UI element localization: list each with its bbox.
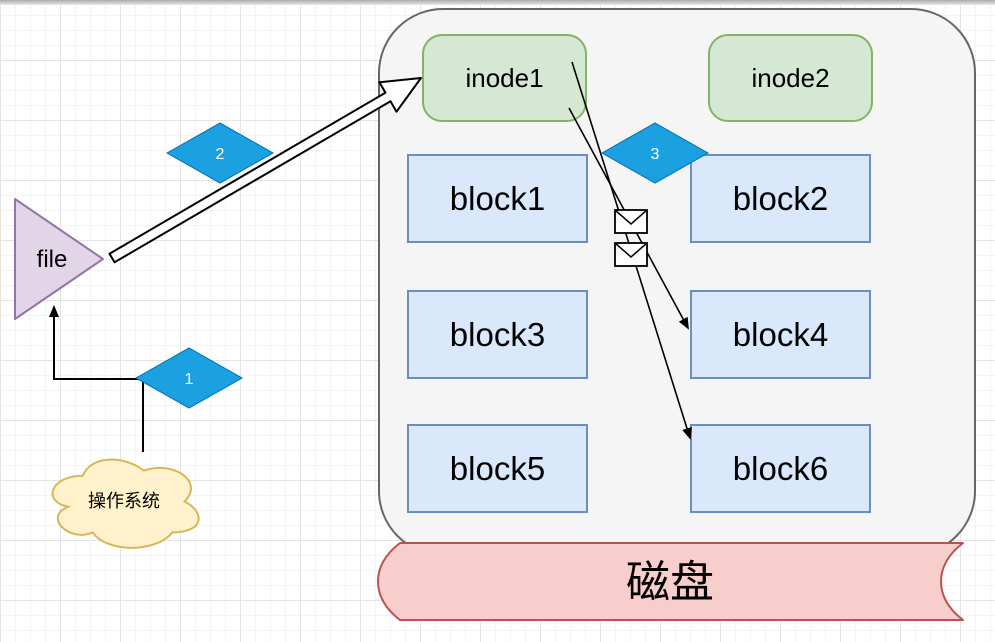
file-label: file bbox=[37, 246, 68, 273]
block5-label: block5 bbox=[449, 449, 546, 487]
inode2-node[interactable]: inode2 bbox=[708, 34, 873, 122]
block5-node[interactable]: block5 bbox=[407, 424, 588, 513]
disk-banner-label: 磁盘 bbox=[626, 558, 714, 607]
block2-label: block2 bbox=[732, 179, 829, 217]
block1-label: block1 bbox=[449, 179, 546, 217]
step-1-diamond[interactable] bbox=[134, 347, 244, 409]
block3-node[interactable]: block3 bbox=[407, 290, 588, 379]
os-cloud-node[interactable] bbox=[51, 458, 200, 549]
envelope-icon[interactable] bbox=[614, 242, 648, 267]
block6-node[interactable]: block6 bbox=[690, 424, 871, 513]
os-label: 操作系统 bbox=[88, 491, 160, 511]
block6-label: block6 bbox=[732, 449, 829, 487]
os-to-file-arrow[interactable] bbox=[49, 305, 144, 452]
file-to-inode1-arrow[interactable] bbox=[108, 77, 422, 264]
step-3-diamond[interactable] bbox=[600, 122, 710, 184]
block4-label: block4 bbox=[732, 315, 829, 353]
block4-node[interactable]: block4 bbox=[690, 290, 871, 379]
block1-node[interactable]: block1 bbox=[407, 154, 588, 243]
step-2-diamond[interactable] bbox=[165, 122, 275, 184]
file-node[interactable] bbox=[14, 198, 104, 320]
step-1-label: 1 bbox=[185, 371, 194, 388]
step-3-label: 3 bbox=[651, 146, 660, 163]
inode2-label: inode2 bbox=[751, 62, 830, 93]
inode1-label: inode1 bbox=[465, 62, 544, 93]
block3-label: block3 bbox=[449, 315, 546, 353]
inode1-node[interactable]: inode1 bbox=[422, 34, 587, 122]
disk-banner[interactable] bbox=[377, 542, 964, 621]
window-top-edge bbox=[0, 0, 995, 5]
envelope-icon[interactable] bbox=[614, 209, 648, 234]
step-2-label: 2 bbox=[216, 146, 225, 163]
block2-node[interactable]: block2 bbox=[690, 154, 871, 243]
